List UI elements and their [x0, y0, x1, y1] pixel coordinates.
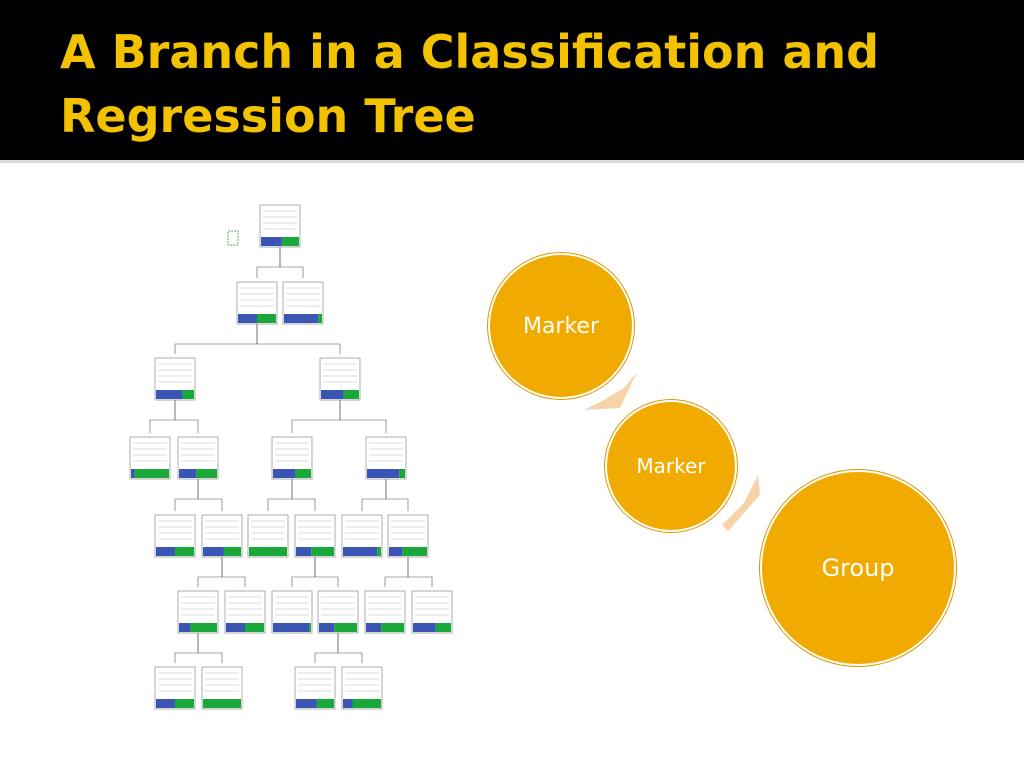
- marker-circle-2: Marker: [605, 400, 737, 532]
- tree-node-bar-blue: [226, 623, 245, 632]
- tree-node-bar-green: [316, 699, 334, 708]
- tree-node-bar-green: [175, 547, 194, 556]
- tree-node-bar-green: [402, 547, 427, 556]
- tree-edge: [197, 557, 223, 587]
- tree-node-bar-green: [245, 623, 264, 632]
- tree-edge: [384, 557, 409, 587]
- tree-edge: [361, 479, 387, 511]
- arrow-2: [722, 475, 760, 531]
- tree-node-bar-blue: [156, 547, 175, 556]
- tree-node-bar-green: [343, 390, 359, 399]
- tree-edge: [221, 557, 246, 587]
- tree-node-bar-green: [196, 469, 217, 478]
- tree-node-bar-blue: [389, 547, 403, 556]
- tree-node-bar-green: [352, 699, 381, 708]
- tree-node-bar-green: [249, 547, 287, 556]
- title-divider: [0, 160, 1024, 163]
- group-circle: Group: [760, 470, 956, 666]
- tree-node-bar-green: [175, 699, 194, 708]
- tree-node-bar-blue: [179, 469, 197, 478]
- tree-node-bar-blue: [238, 314, 257, 323]
- tree-node-bar-blue: [179, 623, 191, 632]
- tree-edge: [337, 633, 363, 663]
- tree-node-bar-blue: [273, 623, 310, 632]
- tree-node-bar-green: [223, 547, 241, 556]
- tree-node-bar-blue: [343, 547, 378, 556]
- tree-edge: [339, 400, 387, 433]
- tree-node-bar-green: [334, 623, 357, 632]
- tree-node-bar-blue: [284, 314, 319, 323]
- tree-edge: [267, 479, 293, 511]
- tree-node-bar-blue: [156, 699, 175, 708]
- tree-node-bar-blue: [273, 469, 296, 478]
- title-bar: A Branch in a Classification and Regress…: [0, 0, 1024, 160]
- circle-label: Group: [821, 554, 895, 582]
- tree-node-bar-blue: [296, 547, 312, 556]
- circle-label: Marker: [522, 313, 600, 339]
- tree-node-bar-blue: [366, 623, 382, 632]
- tree-node-bar-blue: [343, 699, 353, 708]
- tree-node-bar-green: [318, 314, 322, 323]
- tree-edge: [256, 247, 281, 278]
- tree-node-bar-green: [381, 623, 404, 632]
- tree-node-bar-blue: [319, 623, 335, 632]
- tree-node-bar-green: [257, 314, 276, 323]
- tree-node-bar-green: [435, 623, 451, 632]
- tree-edge: [197, 479, 223, 511]
- arrow-1: [584, 372, 637, 410]
- tree-edge: [256, 324, 341, 354]
- tree-node-bar-blue: [156, 390, 183, 399]
- circle-label: Marker: [636, 454, 706, 478]
- slide-title: A Branch in a Classification and Regress…: [60, 25, 880, 143]
- tree-edge: [291, 479, 316, 511]
- tree-node-bar-blue: [367, 469, 400, 478]
- tree-legend: [227, 230, 239, 246]
- tree-edge: [174, 633, 199, 663]
- tree-node-bar-green: [311, 547, 334, 556]
- tree-node-bar-blue: [321, 390, 344, 399]
- tree-node-bar-blue: [131, 469, 135, 478]
- tree-node-bar-green: [295, 469, 311, 478]
- tree-edge: [291, 557, 316, 587]
- tree-node-bar-green: [182, 390, 194, 399]
- tree-node-bar-blue: [296, 699, 317, 708]
- tree-node-bar-green: [399, 469, 405, 478]
- tree-node-bar-green: [309, 623, 311, 632]
- tree-edge: [279, 247, 304, 278]
- tree-node-bar-green: [134, 469, 169, 478]
- tree-node-bar-green: [377, 547, 381, 556]
- tree-edge: [314, 633, 339, 663]
- tree-edge: [407, 557, 433, 587]
- tree-node-bar-blue: [203, 547, 224, 556]
- tree-edge: [197, 633, 223, 663]
- tree-node-bar-green: [203, 699, 241, 708]
- tree-node-bar-green: [281, 237, 299, 246]
- tree-edge: [149, 400, 176, 433]
- tree-edge: [385, 479, 409, 511]
- tree-edge: [291, 400, 341, 433]
- tree-edge: [174, 400, 199, 433]
- tree-edge: [314, 557, 339, 587]
- marker-circle-1: Marker: [488, 253, 634, 399]
- tree-node-bar-blue: [413, 623, 436, 632]
- tree-edge: [174, 324, 258, 354]
- tree-node-bar-blue: [261, 237, 282, 246]
- decision-tree-image: [129, 204, 453, 710]
- tree-node-bar-green: [190, 623, 217, 632]
- tree-edge: [174, 479, 199, 511]
